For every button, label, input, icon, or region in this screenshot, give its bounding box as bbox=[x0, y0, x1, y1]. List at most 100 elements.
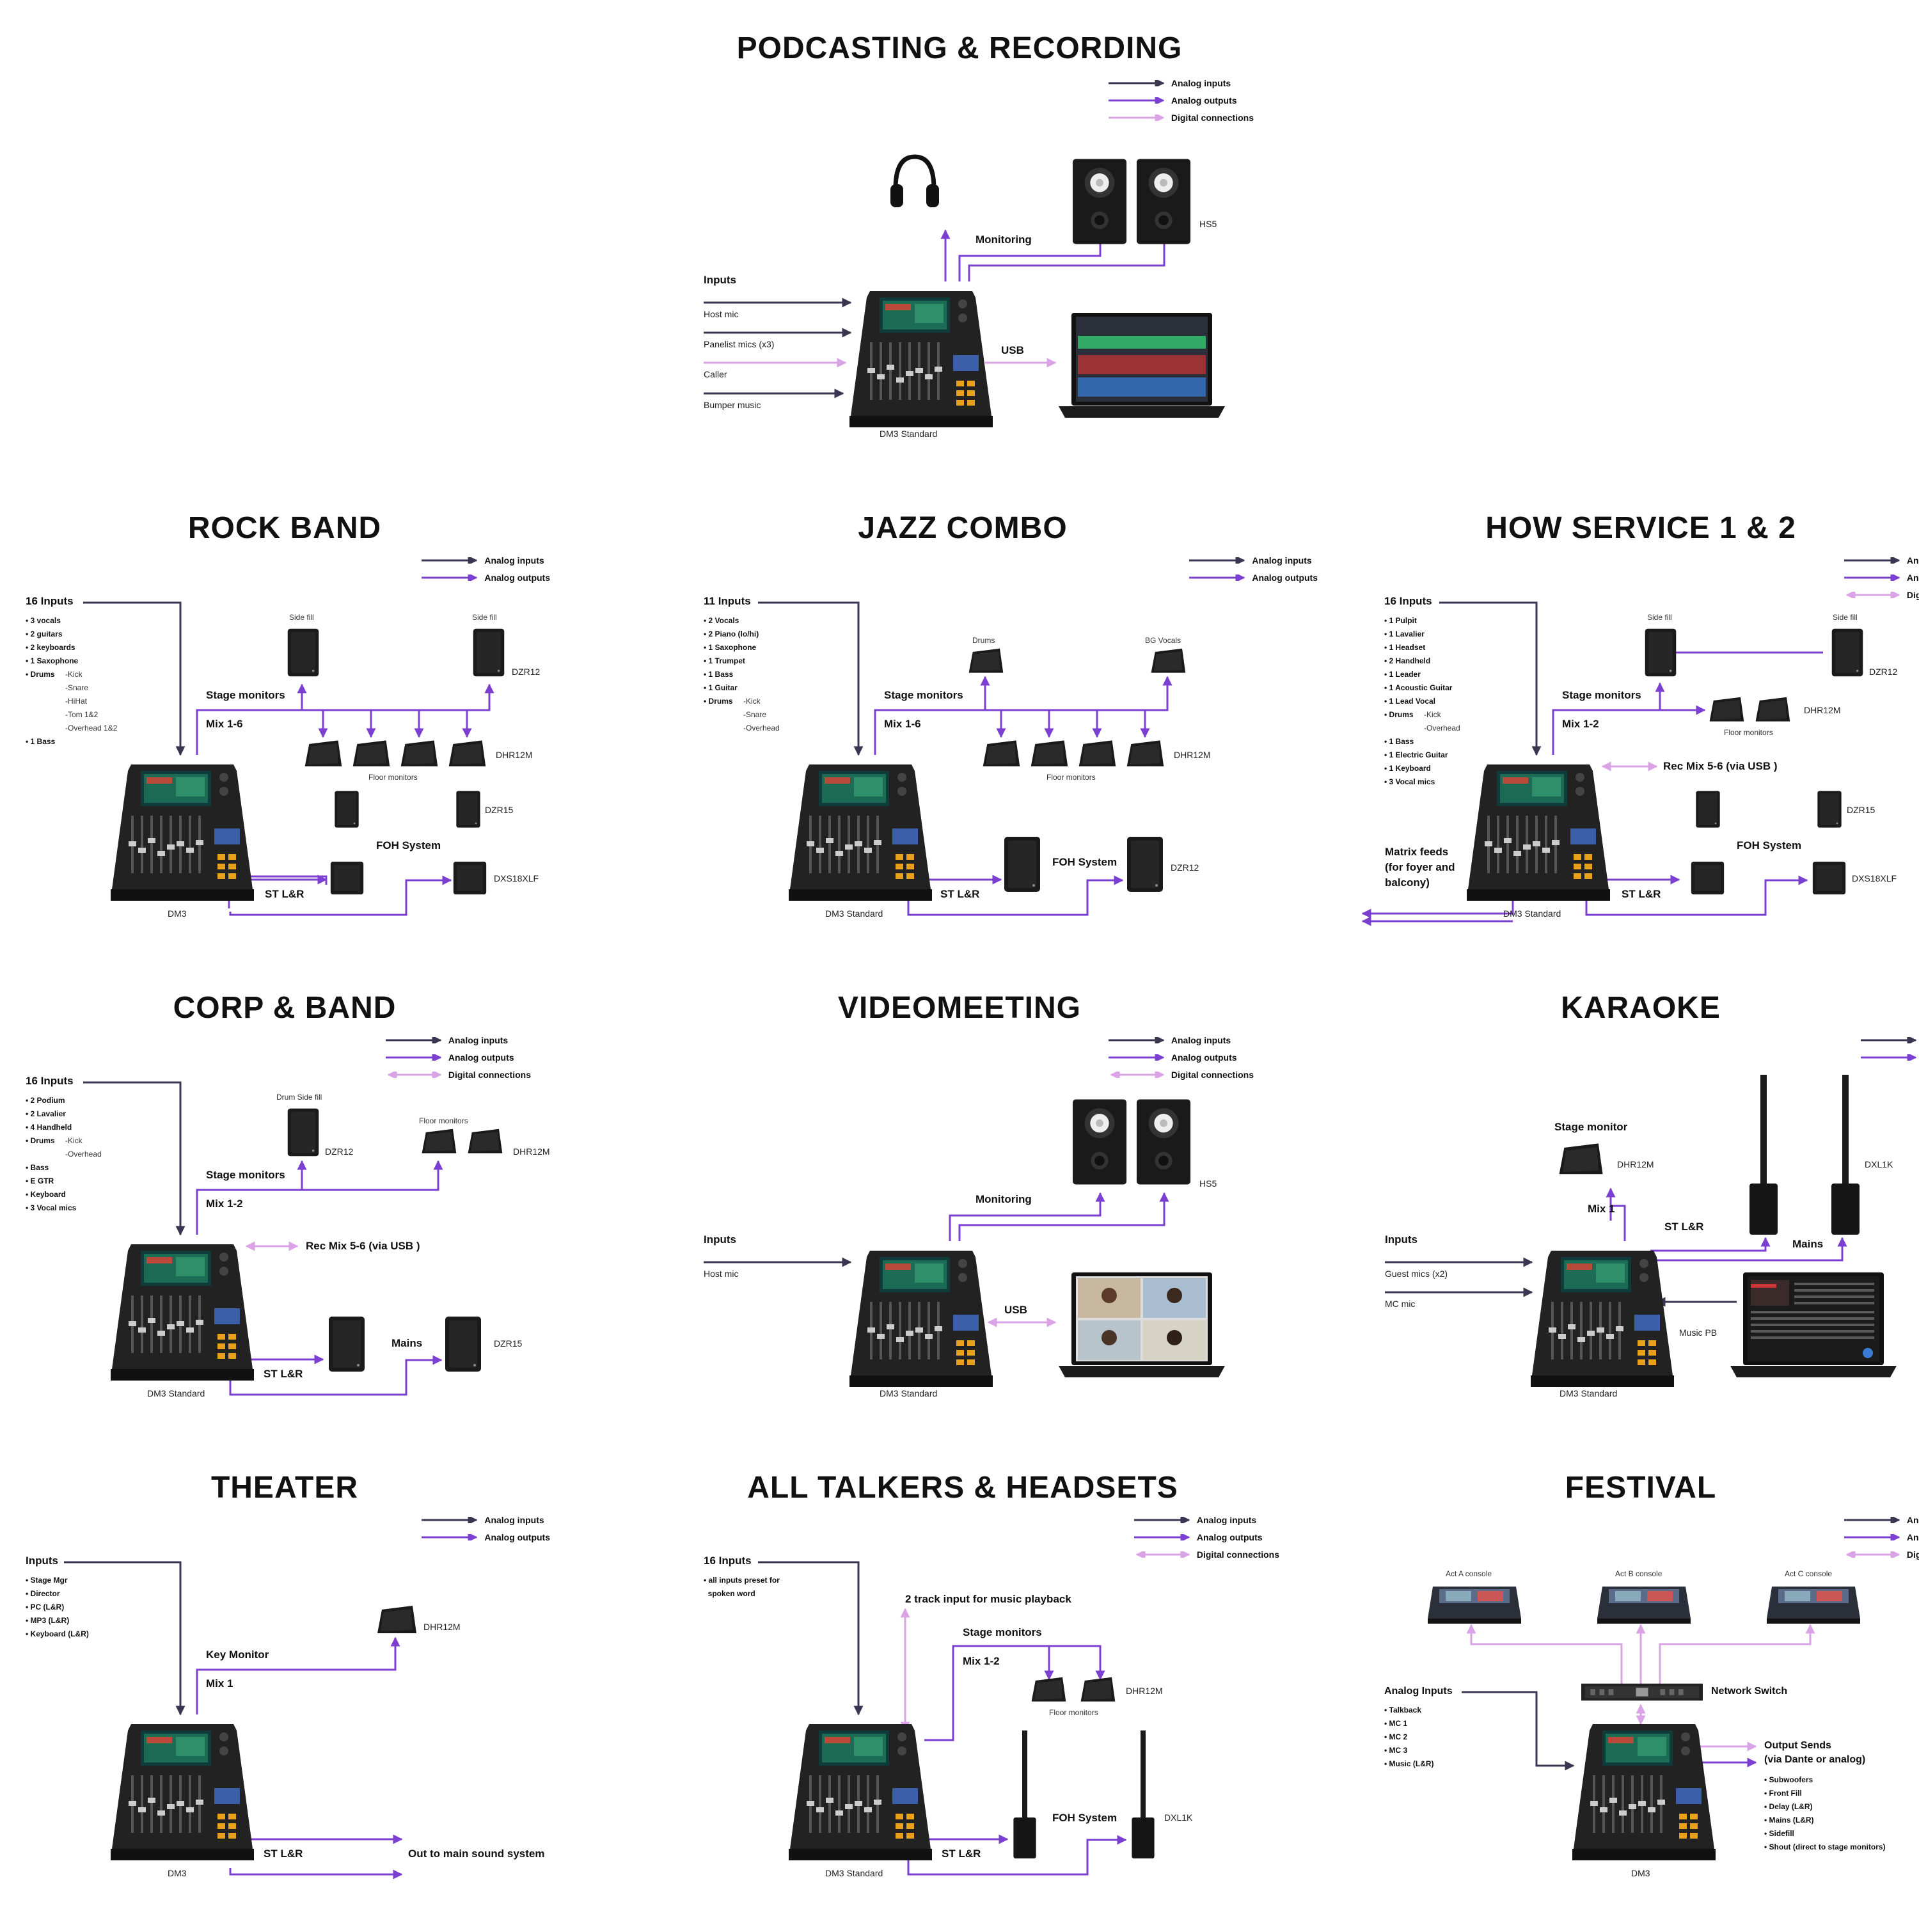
legend: Analog inputs Analog outputs bbox=[1189, 551, 1318, 586]
input-mc-mic: MC mic bbox=[1385, 1299, 1416, 1309]
output-item: • Shout (direct to stage monitors) bbox=[1764, 1842, 1886, 1851]
digital-arrow-icon bbox=[1110, 1071, 1165, 1078]
key-monitor-label: Key Monitor bbox=[206, 1649, 269, 1661]
speaker-icon bbox=[444, 1315, 482, 1374]
input-item: • 2 keyboards bbox=[26, 643, 75, 652]
studio-monitor-icon bbox=[1071, 1097, 1128, 1187]
floor-monitors-label: Floor monitors bbox=[1049, 1708, 1098, 1717]
drum-item: -Kick bbox=[743, 697, 761, 706]
dhr-label: DHR12M bbox=[423, 1622, 461, 1632]
floor-monitors-label: Floor monitors bbox=[1724, 728, 1773, 737]
legend-analog-inputs: Analog inputs bbox=[1906, 1514, 1919, 1525]
inputs-heading: Inputs bbox=[704, 1233, 736, 1246]
speaker-icon bbox=[472, 627, 505, 678]
inputs-heading: Inputs bbox=[1385, 1233, 1418, 1246]
mix-label: Mix 1-6 bbox=[884, 718, 921, 730]
input-item: • Drums bbox=[704, 697, 733, 706]
legend-digital: Digital connections bbox=[448, 1069, 531, 1080]
dxs-label: DXS18XLF bbox=[494, 873, 539, 883]
monitoring-label: Monitoring bbox=[975, 1193, 1032, 1205]
wedge-monitor-icon bbox=[1078, 1676, 1117, 1704]
drum-item: -Overhead bbox=[65, 1150, 102, 1159]
analog-out-arrow-icon bbox=[1133, 1533, 1190, 1540]
foh-label: FOH System bbox=[1737, 839, 1802, 851]
console-label: DM3 Standard bbox=[825, 908, 883, 919]
input-item: • MC 3 bbox=[1384, 1746, 1408, 1755]
legend-analog-outputs: Analog outputs bbox=[1906, 1532, 1919, 1542]
side-fill-label: Side fill bbox=[1647, 613, 1672, 622]
console-label: DM3 Standard bbox=[825, 1868, 883, 1878]
input-item: • 2 Podium bbox=[26, 1096, 65, 1105]
input-item: • Drums bbox=[26, 670, 55, 679]
inputs-heading: 16 Inputs bbox=[704, 1555, 752, 1567]
mix-label: Mix 1 bbox=[206, 1677, 233, 1690]
speaker-icon bbox=[1644, 627, 1677, 678]
input-item: • MC 1 bbox=[1384, 1719, 1408, 1728]
input-item: • 1 Bass bbox=[1384, 737, 1414, 746]
wedge-monitor-icon bbox=[350, 739, 392, 770]
drum-item: -Kick bbox=[65, 1136, 83, 1145]
console-label: DM3 Standard bbox=[1560, 1388, 1618, 1398]
wires bbox=[83, 1081, 443, 1396]
dzr12-label: DZR12 bbox=[1869, 667, 1898, 677]
wedge-monitor-icon bbox=[1076, 739, 1118, 770]
input-item: • 1 Saxophone bbox=[704, 643, 757, 652]
console-label: DM3 Standard bbox=[880, 1388, 938, 1398]
wires bbox=[704, 229, 1169, 399]
inputs-list: Inputs • Stage Mgr • Director • PC (L&R)… bbox=[26, 1555, 89, 1641]
console-icon bbox=[784, 1711, 937, 1865]
mixing-console-icon bbox=[1596, 1580, 1692, 1625]
st-lr-label: ST L&R bbox=[264, 1368, 303, 1380]
legend-analog-outputs: Analog outputs bbox=[1196, 1532, 1263, 1542]
inputs-heading: 16 Inputs bbox=[26, 595, 74, 607]
panel-podcast: PODCASTING & RECORDING Analog inputs Ana… bbox=[640, 19, 1279, 493]
input-item: • 1 Acoustic Guitar bbox=[1384, 683, 1453, 692]
panel-title: HOW SERVICE 1 & 2 bbox=[1485, 511, 1796, 545]
input-item: • PC (L&R) bbox=[26, 1603, 65, 1611]
laptop-video-call-icon bbox=[1059, 1272, 1225, 1377]
drum-item: -Kick bbox=[65, 670, 83, 679]
panel-title: ALL TALKERS & HEADSETS bbox=[747, 1471, 1178, 1505]
input-item: • MP3 (L&R) bbox=[26, 1616, 70, 1625]
legend: Analog inputs Analog outputs bbox=[422, 551, 550, 586]
monitoring-label: Monitoring bbox=[975, 234, 1032, 246]
analog-out-arrow-icon bbox=[1108, 1054, 1165, 1061]
analog-in-arrow-icon bbox=[1133, 1516, 1190, 1523]
inputs-list: 16 Inputs • 1 Pulpit • 1 Lavalier • 1 He… bbox=[1384, 595, 1460, 789]
output-sends-label: Output Sends bbox=[1764, 1740, 1831, 1751]
studio-monitor-icon bbox=[1135, 1097, 1192, 1187]
legend-analog-outputs: Analog outputs bbox=[448, 1052, 514, 1063]
st-lr-label: ST L&R bbox=[1664, 1221, 1704, 1233]
analog-out-arrow-icon bbox=[1844, 1533, 1900, 1540]
mix-label: Mix 1-2 bbox=[1562, 718, 1599, 730]
headphones-icon bbox=[889, 154, 940, 211]
analog-in-arrow-icon bbox=[1108, 1036, 1165, 1043]
output-item: • Subwoofers bbox=[1764, 1775, 1813, 1784]
digital-arrow-icon bbox=[387, 1071, 442, 1078]
legend-digital: Digital connections bbox=[1171, 1069, 1254, 1080]
laptop-icon bbox=[1059, 313, 1225, 418]
input-item: • 2 Piano (lo/hi) bbox=[704, 629, 759, 638]
input-item: • Drums bbox=[1384, 710, 1414, 719]
inputs-heading: 16 Inputs bbox=[1384, 595, 1432, 607]
analog-in-arrow-icon bbox=[1844, 1516, 1900, 1523]
speaker-icon bbox=[287, 627, 320, 678]
input-item: • Bass bbox=[26, 1163, 49, 1172]
speaker-icon bbox=[287, 1107, 320, 1158]
panel-all-talkers: ALL TALKERS & HEADSETS Analog inputs Ana… bbox=[678, 1459, 1318, 1932]
inputs-heading: Analog Inputs bbox=[1384, 1686, 1453, 1697]
panel-title: CORP & BAND bbox=[173, 991, 397, 1025]
side-fill-label: Side fill bbox=[1833, 613, 1858, 622]
output-item: • Delay (L&R) bbox=[1764, 1802, 1813, 1811]
output-item: • Mains (L&R) bbox=[1764, 1816, 1814, 1825]
console-icon bbox=[1567, 1711, 1721, 1865]
wires bbox=[1385, 1187, 1847, 1307]
input-host-mic: Host mic bbox=[704, 309, 739, 319]
input-item: • E GTR bbox=[26, 1176, 54, 1185]
input-item: • Talkback bbox=[1384, 1706, 1422, 1714]
laptop-karaoke-icon bbox=[1730, 1272, 1897, 1377]
legend-analog-outputs: Analog outputs bbox=[484, 572, 550, 583]
st-lr-label: ST L&R bbox=[940, 888, 980, 900]
legend: Analog inputs Analog outputs Digital con… bbox=[1108, 1031, 1254, 1083]
input-item: • Keyboard (L&R) bbox=[26, 1629, 89, 1638]
